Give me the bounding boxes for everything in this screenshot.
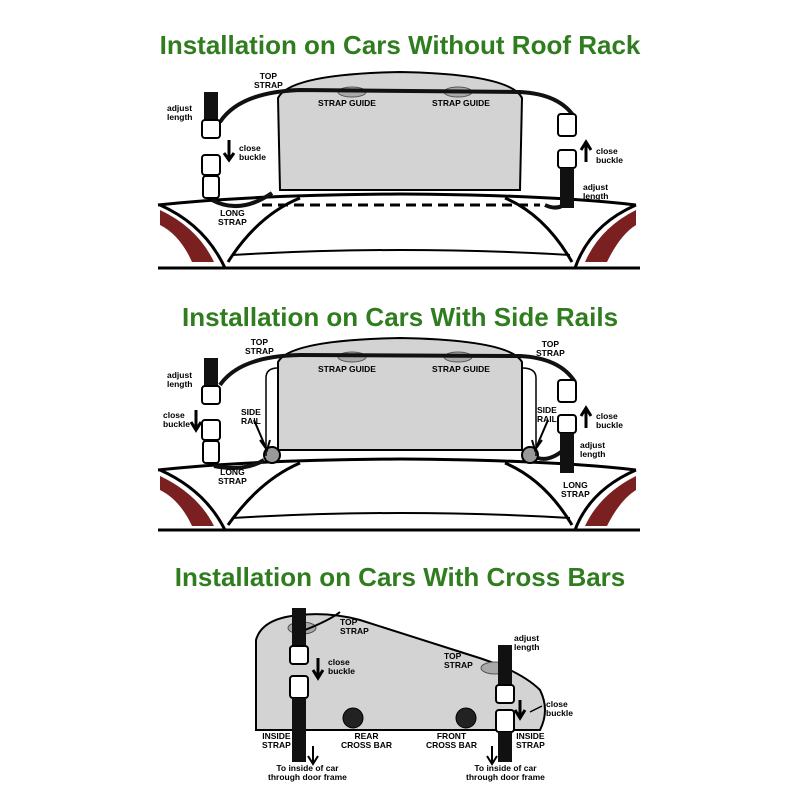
label-top-strap: TOP STRAP [536, 339, 565, 358]
arrow-down-icon [311, 658, 325, 681]
buckle-male [557, 149, 577, 169]
buckle-female [201, 119, 221, 139]
label-rear-cross-bar: REAR CROSS BAR [341, 731, 393, 750]
label-side-rail: SIDE RAIL [241, 407, 261, 426]
cargo-bag-side [255, 613, 546, 731]
label-top-strap: TOP STRAP [254, 71, 283, 90]
label-long-strap: LONG STRAP [218, 467, 247, 486]
arrow-up-icon [579, 405, 593, 428]
buckle-female [557, 113, 577, 137]
pointer-arrow-icon [531, 419, 549, 453]
arrow-up-icon [579, 139, 593, 162]
car-pillar-right [585, 210, 636, 262]
strap-end [204, 358, 218, 386]
label-adjust-length: adjust length [514, 633, 540, 652]
label-close-buckle: close buckle [328, 657, 355, 676]
buckle-clip [202, 175, 220, 199]
buckle-female [289, 645, 309, 665]
label-close-buckle: close buckle [163, 410, 190, 429]
label-top-strap: TOP STRAP [444, 651, 473, 670]
label-close-buckle: close buckle [596, 411, 623, 430]
side-rail [263, 446, 281, 464]
label-strap-guide: STRAP GUIDE [318, 98, 376, 108]
buckle-male [201, 419, 221, 441]
inside-strap [498, 732, 512, 762]
strap-end [498, 645, 512, 685]
car-pillar-right [585, 476, 636, 526]
buckle-clip [202, 440, 220, 464]
buckle-female [557, 379, 577, 403]
strap-end [292, 608, 306, 646]
pointer-arrow-icon [253, 419, 271, 453]
label-top-strap: TOP STRAP [245, 337, 274, 356]
strap-end [560, 433, 574, 473]
label-strap-guide: STRAP GUIDE [432, 98, 490, 108]
label-to-inside: To inside of car through door frame [466, 763, 545, 782]
label-inside-strap: INSIDE STRAP [262, 731, 291, 750]
label-side-rail: SIDE RAIL [537, 405, 557, 424]
strap-end [204, 92, 218, 120]
arrow-down-icon [189, 410, 203, 433]
long-strap-loops [265, 367, 537, 456]
label-adjust-length: adjust length [583, 182, 609, 201]
section-title-cross-bars: Installation on Cars With Cross Bars [174, 562, 626, 592]
car-pillar-left [160, 210, 214, 262]
label-close-buckle: close buckle [596, 146, 623, 165]
pointer-line [529, 705, 543, 713]
section-title-no-roof-rack: Installation on Cars Without Roof Rack [159, 30, 641, 60]
buckle-male [201, 154, 221, 176]
arrow-down-icon [513, 700, 527, 721]
arrow-down-icon [307, 746, 319, 766]
label-to-inside: To inside of car through door frame [268, 763, 347, 782]
label-close-buckle: close buckle [546, 699, 573, 718]
car-no-roof-rack [157, 192, 640, 270]
rear-cross-bar [342, 707, 364, 729]
label-front-cross-bar: FRONT CROSS BAR [426, 731, 478, 750]
buckle-male [289, 675, 309, 699]
label-adjust-length: adjust length [167, 103, 193, 122]
arrow-down-icon [222, 140, 236, 163]
label-long-strap: LONG STRAP [561, 480, 590, 499]
label-strap-guide: STRAP GUIDE [432, 364, 490, 374]
buckle-female [201, 385, 221, 405]
car-pillar-left [160, 476, 214, 526]
front-cross-bar [455, 707, 477, 729]
strap-end [560, 168, 574, 208]
pointer-line [304, 611, 341, 631]
arrow-down-icon [486, 746, 498, 766]
label-adjust-length: adjust length [580, 440, 606, 459]
inside-strap [292, 698, 306, 762]
buckle-male [557, 414, 577, 434]
label-adjust-length: adjust length [167, 370, 193, 389]
label-long-strap: LONG STRAP [218, 208, 247, 227]
label-top-strap: TOP STRAP [340, 617, 369, 636]
label-close-buckle: close buckle [239, 143, 266, 162]
label-inside-strap: INSIDE STRAP [516, 731, 545, 750]
buckle-female [495, 684, 515, 704]
label-strap-guide: STRAP GUIDE [318, 364, 376, 374]
buckle-male [495, 709, 515, 733]
car-side-rails [157, 457, 640, 532]
side-rail [521, 446, 539, 464]
section-title-side-rails: Installation on Cars With Side Rails [181, 302, 619, 332]
